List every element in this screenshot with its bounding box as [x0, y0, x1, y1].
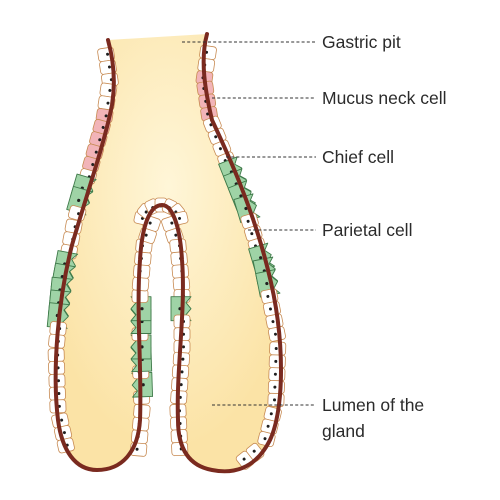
chief-cell [269, 341, 287, 356]
chief-cell [268, 354, 286, 369]
chief-cell [170, 251, 188, 266]
chief-cell-label: Chief cell [322, 147, 394, 167]
gastric-pit-label: Gastric pit [322, 32, 401, 52]
mucus-neck-cell-label: Mucus neck cell [322, 88, 447, 108]
chief-cell [132, 263, 151, 279]
epithelial-cells [46, 44, 287, 470]
parietal-cell-label: Parietal cell [322, 220, 412, 240]
lumen-label-line-1: Lumen of the [322, 395, 424, 415]
gland-lumen [55, 34, 282, 472]
gland-wall [53, 32, 283, 474]
chief-cell [169, 238, 187, 254]
lumen-label-line-2: gland [322, 421, 365, 441]
chief-cell [171, 263, 190, 279]
chief-cell [134, 251, 152, 266]
